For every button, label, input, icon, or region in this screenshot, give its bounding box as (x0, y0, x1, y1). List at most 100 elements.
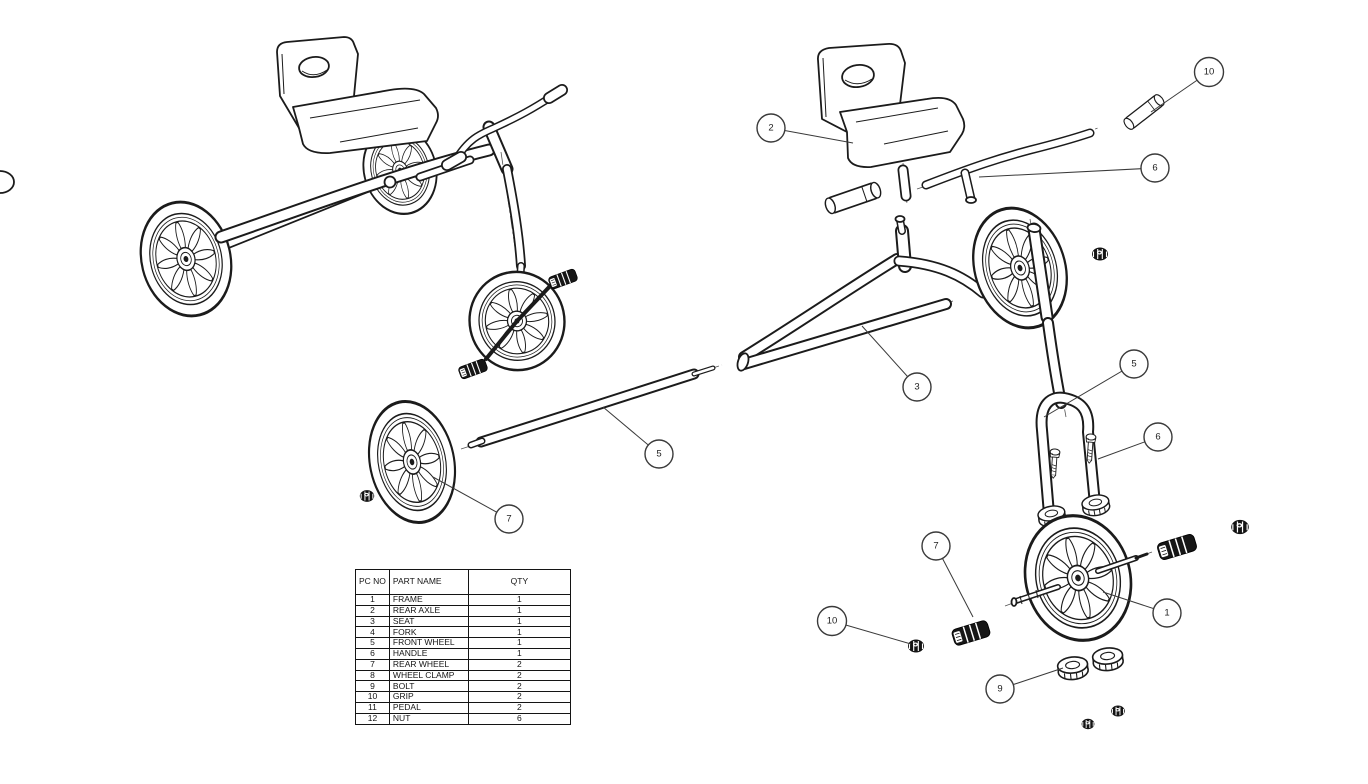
nut-bottom-right (1110, 705, 1126, 717)
header-part-name: PART NAME (388, 569, 469, 595)
exploded-handlebar (916, 127, 1099, 204)
balloon-label: 2 (768, 123, 773, 134)
part-qty: 1 (467, 626, 571, 639)
part-qty: 2 (467, 691, 571, 703)
rear-wheel-part (356, 391, 468, 533)
assembled-crank-hub (0, 170, 15, 194)
part-qty: 1 (467, 594, 571, 606)
part-name: FRONT WHEEL (388, 637, 469, 649)
balloon-label: 10 (827, 616, 838, 627)
balloon-wheel-clamp: 9 (985, 674, 1015, 704)
part-name: REAR AXLE (388, 604, 469, 617)
part-name: SEAT (388, 615, 469, 628)
part-no: 7 (355, 658, 390, 671)
nut-bottom-left (1081, 718, 1095, 730)
part-no: 12 (355, 712, 390, 725)
balloon-pedal: 7 (921, 531, 951, 561)
balloon-fork-bolts: 6 (1143, 422, 1173, 452)
balloon-label: 3 (914, 382, 919, 393)
balloon-label: 5 (1131, 359, 1136, 370)
balloon-label: 7 (506, 514, 511, 525)
part-qty: 1 (467, 637, 571, 649)
assembled-pedal-right (547, 267, 579, 291)
part-name: REAR WHEEL (388, 658, 469, 671)
part-name: PEDAL (388, 701, 469, 714)
pedal-part-right (1155, 532, 1199, 562)
assembled-rear-wheel-left (127, 190, 245, 328)
header-pc-no: PC NO (355, 569, 390, 595)
exploded-rear-wheel (956, 194, 1084, 342)
part-no: 2 (355, 604, 390, 617)
nut-frame-top (1091, 246, 1109, 262)
balloon-handlebar: 6 (1140, 153, 1170, 183)
assembled-seat (276, 36, 439, 154)
exploded-seat (817, 42, 966, 205)
balloon-nut: 10 (816, 605, 848, 637)
part-no: 9 (355, 680, 390, 693)
balloon-label: 5 (656, 449, 661, 460)
grip-part-right (1121, 92, 1167, 132)
rear-axle-and-wheel-group (356, 364, 723, 533)
balloon-front-wheel: 1 (1152, 598, 1182, 628)
part-no: 4 (355, 626, 390, 639)
part-no: 10 (355, 691, 390, 703)
part-name: HANDLE (388, 647, 469, 660)
balloon-label: 6 (1152, 163, 1157, 174)
assembled-tricycle-view (0, 36, 579, 381)
nut-lower-left (907, 638, 925, 654)
part-qty: 1 (467, 604, 571, 617)
balloon-label: 7 (933, 541, 938, 552)
wheel-clamp-right (1091, 645, 1125, 673)
part-no: 3 (355, 615, 390, 628)
parts-table-header-row: PC NO PART NAME QTY (355, 569, 571, 595)
balloon-fork-top: 5 (1119, 349, 1149, 379)
part-name: FORK (388, 626, 469, 639)
part-no: 6 (355, 647, 390, 660)
part-qty: 2 (467, 669, 571, 682)
part-no: 11 (355, 701, 390, 714)
part-qty: 2 (467, 701, 571, 714)
balloon-rear-axle: 5 (644, 439, 674, 469)
balloon-label: 6 (1155, 432, 1160, 443)
balloon-label: 10 (1204, 67, 1215, 78)
assembled-pedal-left (457, 357, 489, 381)
exploded-parts-view (736, 42, 1250, 730)
header-qty: QTY (467, 569, 571, 595)
balloon-rear-wheel: 7 (494, 504, 524, 534)
part-no: 8 (355, 669, 390, 682)
part-no: 1 (355, 594, 390, 606)
part-qty: 1 (467, 615, 571, 628)
axle-nut (359, 489, 375, 503)
nut-right (1230, 519, 1250, 535)
grip-part-left (822, 180, 884, 216)
part-qty: 2 (467, 658, 571, 671)
part-qty: 1 (467, 647, 571, 660)
pedal-part-left (950, 618, 992, 648)
balloon-seat: 2 (756, 113, 786, 143)
balloon-frame: 3 (902, 372, 932, 402)
part-qty: 2 (467, 680, 571, 693)
balloon-label: 1 (1164, 608, 1169, 619)
part-no: 5 (355, 637, 390, 649)
part-name: FRAME (388, 594, 469, 606)
exploded-fork (1035, 391, 1112, 530)
balloon-callouts: 2 10 6 3 5 6 7 1 9 10 7 5 (494, 56, 1225, 704)
balloon-grip-top: 10 (1193, 56, 1225, 88)
part-name: WHEEL CLAMP (388, 669, 469, 682)
exploded-front-wheel (1004, 502, 1153, 654)
